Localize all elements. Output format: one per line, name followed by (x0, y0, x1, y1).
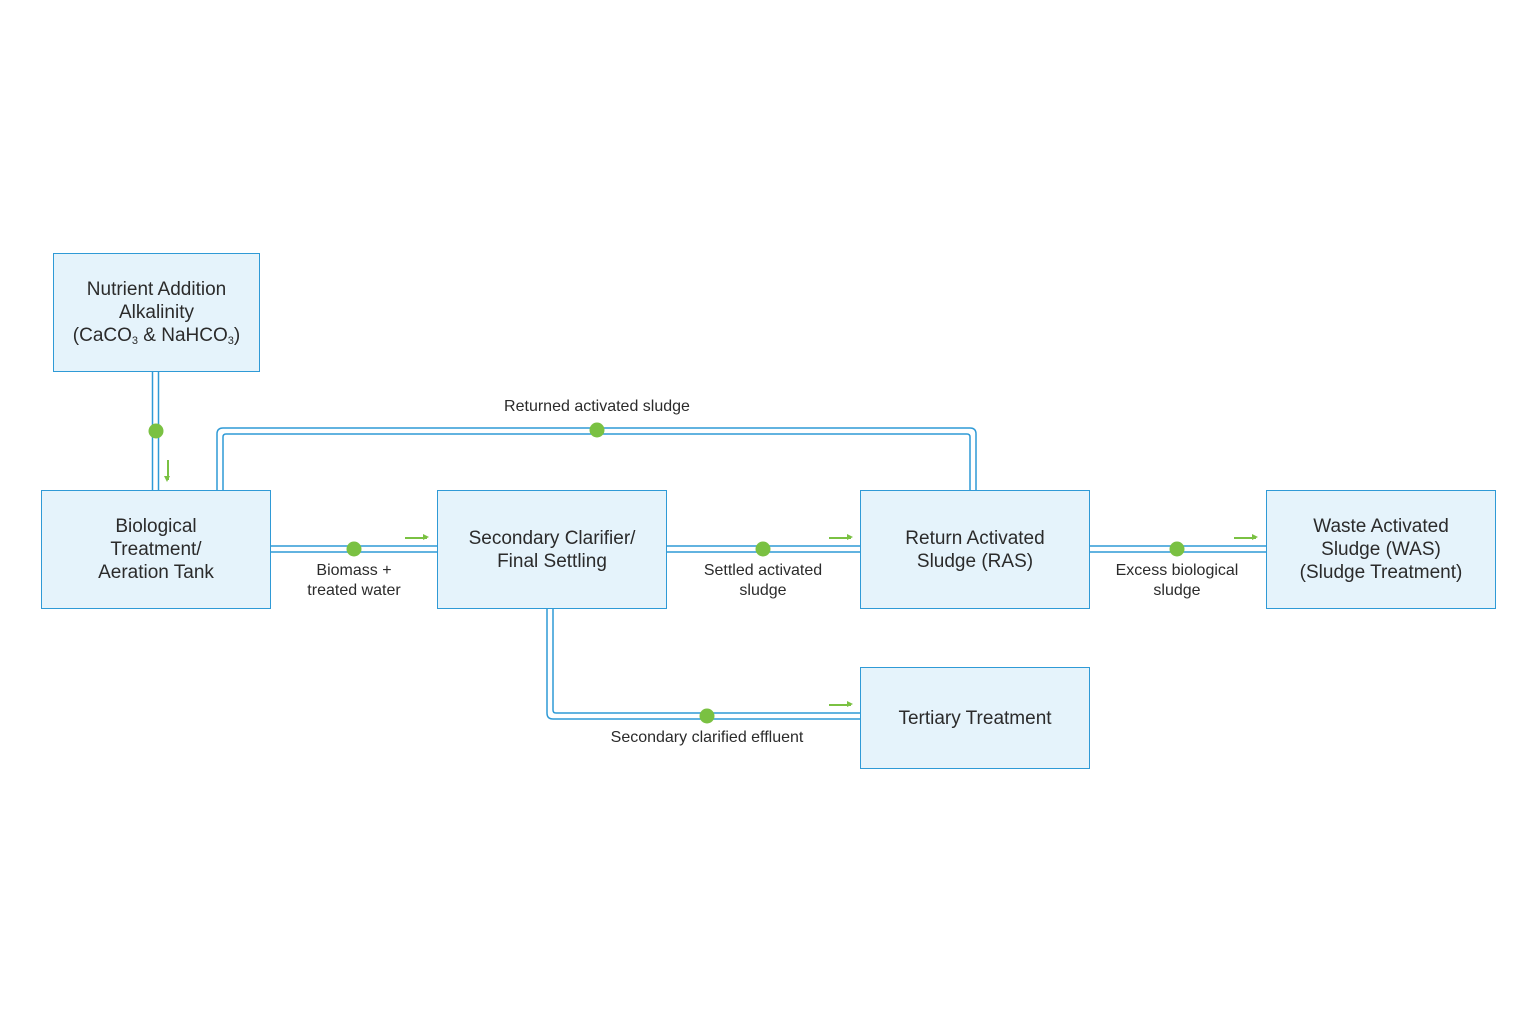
waste-activated-sludge-box: Waste Activated Sludge (WAS) (Sludge Tre… (1266, 490, 1496, 609)
biomass-label: Biomass + treated water (284, 561, 424, 601)
clarifier-line2: Final Settling (497, 550, 607, 572)
arrow-right-icon (829, 701, 853, 707)
arrow-right-icon (405, 534, 429, 540)
returned-sludge-text: Returned activated sludge (504, 398, 690, 415)
green-dot-icon (346, 541, 362, 557)
return-activated-sludge-box: Return Activated Sludge (RAS) (860, 490, 1090, 609)
excess-sludge-label: Excess biological sludge (1097, 561, 1257, 601)
tertiary-treatment-box: Tertiary Treatment (860, 667, 1090, 769)
green-dot-icon (1169, 541, 1185, 557)
arrow-right-icon (1234, 534, 1258, 540)
settled-line1: Settled activated (703, 562, 823, 579)
settled-sludge-label: Settled activated sludge (683, 561, 843, 601)
green-dot-icon (589, 422, 605, 438)
arrow-down-icon (164, 460, 170, 482)
was-line3: (Sludge Treatment) (1299, 562, 1463, 583)
secondary-clarifier-box: Secondary Clarifier/ Final Settling (437, 490, 667, 609)
excess-line2: sludge (1153, 582, 1201, 599)
formula-open: (CaCO (72, 325, 132, 346)
nutrient-line2: Alkalinity (119, 302, 194, 323)
tertiary-line1: Tertiary Treatment (898, 707, 1052, 729)
biomass-line1: Biomass + (316, 562, 392, 579)
green-dot-icon (699, 708, 715, 724)
nutrient-formula: (CaCO3 & NaHCO3) (73, 324, 240, 347)
clarifier-line1: Secondary Clarifier/ (468, 527, 636, 549)
arrow-right-icon (829, 534, 853, 540)
green-dot-icon (755, 541, 771, 557)
excess-line1: Excess biological (1115, 562, 1239, 579)
pipe-clarifier-to-tertiary (546, 609, 860, 720)
clarified-effluent-text: Secondary clarified effluent (610, 729, 804, 746)
biological-treatment-box: Biological Treatment/ Aeration Tank (41, 490, 271, 609)
biological-line3: Aeration Tank (98, 562, 214, 583)
clarified-effluent-label: Secondary clarified effluent (557, 728, 857, 748)
formula-close: ) (233, 325, 241, 346)
was-line2: Sludge (WAS) (1321, 539, 1441, 560)
biological-line2: Treatment/ (110, 539, 202, 560)
formula-sub1: 3 (131, 335, 139, 347)
green-dot-icon (148, 423, 163, 439)
biomass-line2: treated water (307, 582, 401, 599)
biological-line1: Biological (115, 516, 197, 537)
formula-mid: & NaHCO (138, 325, 228, 346)
ras-line1: Return Activated (905, 527, 1045, 549)
nutrient-addition-box: Nutrient Addition Alkalinity (CaCO3 & Na… (53, 253, 260, 372)
settled-line2: sludge (739, 582, 787, 599)
returned-sludge-label: Returned activated sludge (447, 397, 747, 417)
was-line1: Waste Activated (1313, 516, 1449, 537)
nutrient-line1: Nutrient Addition (86, 279, 227, 300)
formula-sub2: 3 (227, 335, 234, 347)
ras-line2: Sludge (RAS) (916, 550, 1034, 572)
